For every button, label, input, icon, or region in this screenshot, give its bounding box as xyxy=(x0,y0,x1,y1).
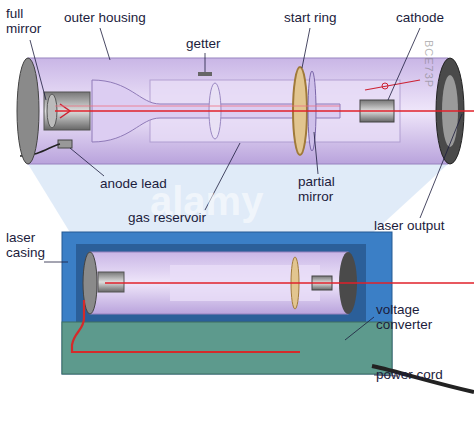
part-label: partial mirror xyxy=(298,174,358,204)
part-label: laser casing xyxy=(6,230,56,260)
part-label: full mirror xyxy=(6,6,54,36)
laser-tube-detail xyxy=(17,58,474,164)
watermark: BCE73P xyxy=(421,40,436,110)
part-label: getter xyxy=(186,36,246,51)
part-label: outer housing xyxy=(64,10,174,25)
part-label: cathode xyxy=(396,10,466,25)
laser-casing-illustration xyxy=(62,232,474,392)
part-label: laser output xyxy=(374,218,474,233)
part-label: start ring xyxy=(284,10,374,25)
part-label: voltage converter xyxy=(376,302,456,332)
part-label: power cord xyxy=(376,367,466,382)
leader-lines xyxy=(30,28,462,376)
watermark: alamy xyxy=(150,180,350,222)
